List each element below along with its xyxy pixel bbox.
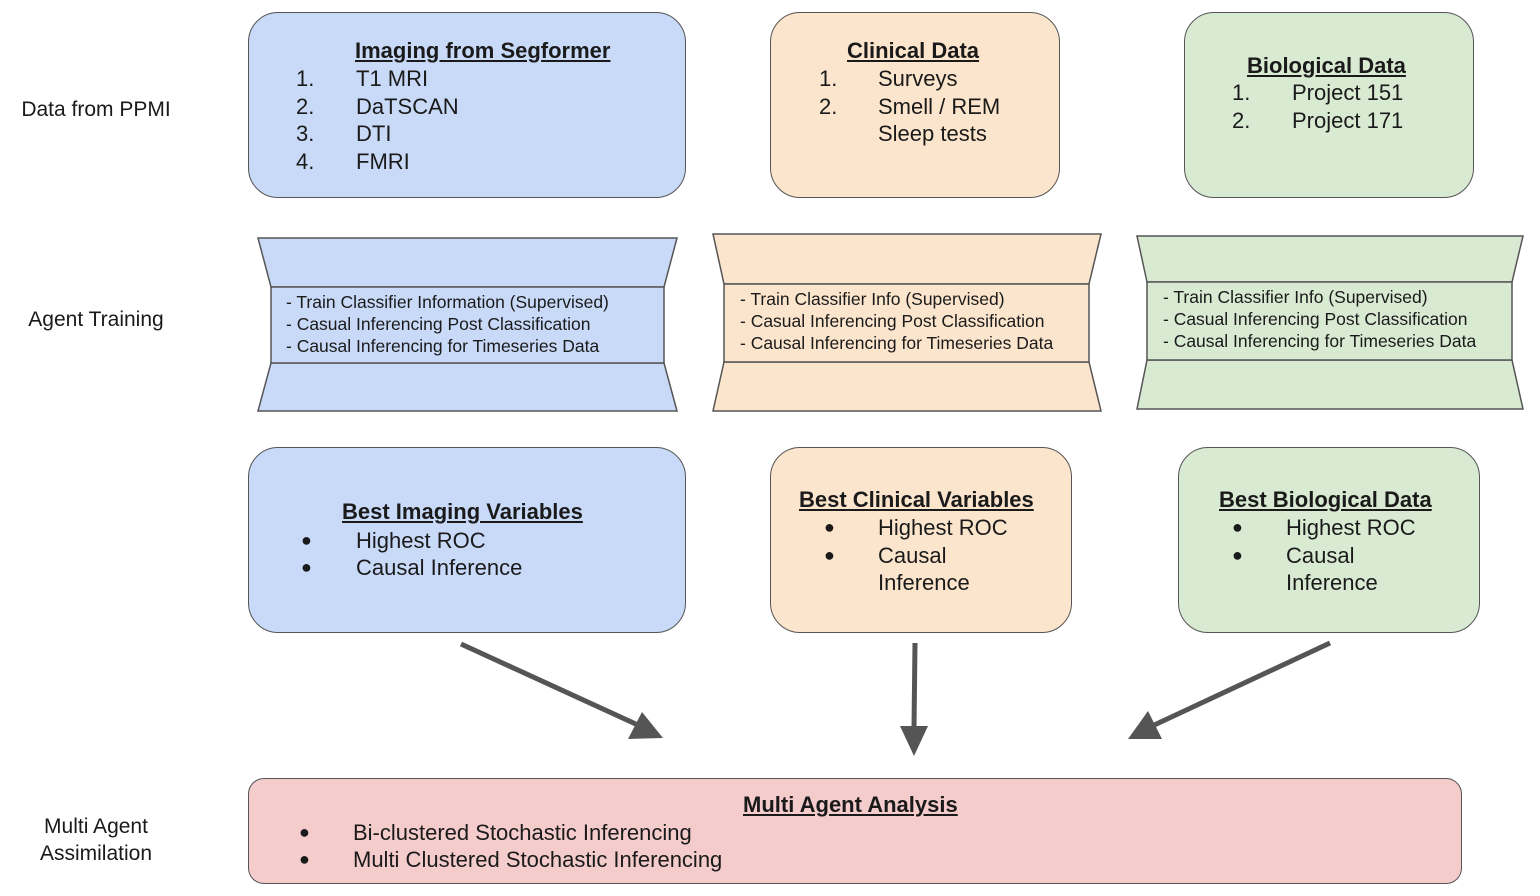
biological-training-middle bbox=[1146, 281, 1513, 361]
clinical-training-middle bbox=[723, 283, 1090, 363]
best-imaging-box: Best Imaging Variables ● Highest ROC ● C… bbox=[248, 447, 686, 633]
row-label-assimilation-line1: Multi Agent bbox=[44, 815, 148, 838]
best-clinical-box: Best Clinical Variables ● Highest ROC ● … bbox=[770, 447, 1072, 633]
clinical-training-bottom-trapezoid bbox=[712, 361, 1102, 412]
row-label-training: Agent Training bbox=[28, 308, 164, 331]
list-item: Highest ROC bbox=[878, 515, 1008, 540]
training-line: - Casual Inferencing Post Classification bbox=[286, 314, 591, 334]
row-label-assimilation-line2: Assimilation bbox=[39, 842, 153, 865]
best-biological-title: Best Biological Data bbox=[1219, 487, 1432, 512]
arrow-imaging-to-analysis bbox=[459, 641, 642, 729]
list-marker: 1. bbox=[1232, 80, 1251, 105]
row-label-data: Data from PPMI bbox=[21, 98, 171, 121]
biological-training-bottom-trapezoid bbox=[1136, 359, 1524, 410]
training-line: - Causal Inferencing for Timeseries Data bbox=[1163, 331, 1477, 351]
multi-agent-analysis-box: Multi Agent Analysis ● Bi-clustered Stoc… bbox=[248, 778, 1462, 884]
list-item: Causal bbox=[1286, 543, 1355, 568]
list-item: Inference bbox=[878, 570, 970, 595]
bullet: ● bbox=[299, 849, 310, 869]
biological-training-top-trapezoid bbox=[1136, 235, 1524, 283]
training-line: - Casual Inferencing Post Classification bbox=[1163, 309, 1468, 329]
list-item: DTI bbox=[356, 121, 392, 146]
best-clinical-title: Best Clinical Variables bbox=[799, 487, 1034, 512]
clinical-data-box: Clinical Data 1. Surveys 2. Smell / REM … bbox=[770, 12, 1060, 198]
imaging-training-top-trapezoid bbox=[257, 237, 678, 288]
arrow-biological-to-analysis bbox=[1148, 640, 1332, 730]
list-item: T1 MRI bbox=[356, 66, 429, 91]
bullet: ● bbox=[301, 530, 312, 550]
imaging-data-title: Imaging from Segformer bbox=[355, 38, 611, 63]
biological-training-text: - Train Classifier Info (Supervised) - C… bbox=[1163, 286, 1476, 352]
list-item: FMRI bbox=[356, 149, 410, 174]
list-marker: 3. bbox=[296, 121, 315, 146]
list-item: Causal bbox=[878, 543, 947, 568]
arrow-clinical-head bbox=[900, 726, 928, 756]
list-item: Highest ROC bbox=[1286, 515, 1416, 540]
list-item: DaTSCAN bbox=[356, 94, 459, 119]
list-item: Bi-clustered Stochastic Inferencing bbox=[353, 820, 692, 845]
training-line: - Causal Inferencing for Timeseries Data bbox=[740, 333, 1054, 353]
training-line: - Train Classifier Information (Supervis… bbox=[286, 292, 609, 312]
list-item: Project 171 bbox=[1292, 108, 1404, 133]
row-label-assimilation: Multi Agent Assimilation bbox=[6, 813, 186, 867]
arrow-biological-head bbox=[1128, 711, 1162, 739]
clinical-data-title: Clinical Data bbox=[847, 38, 980, 63]
clinical-training-text: - Train Classifier Info (Supervised) - C… bbox=[740, 288, 1053, 354]
imaging-training-middle bbox=[270, 286, 665, 364]
best-biological-box: Best Biological Data ● Highest ROC ● Cau… bbox=[1178, 447, 1480, 633]
list-marker: 2. bbox=[819, 94, 838, 119]
list-marker: 1. bbox=[296, 66, 315, 91]
list-item: Surveys bbox=[878, 66, 958, 91]
list-item: Causal Inference bbox=[356, 555, 523, 580]
list-item: Smell / REM bbox=[878, 94, 1001, 119]
bullet: ● bbox=[299, 822, 310, 842]
list-item: Project 151 bbox=[1292, 80, 1404, 105]
training-line: - Casual Inferencing Post Classification bbox=[740, 311, 1045, 331]
training-line: - Causal Inferencing for Timeseries Data bbox=[286, 336, 600, 356]
training-line: - Train Classifier Info (Supervised) bbox=[1163, 287, 1428, 307]
arrow-imaging-head bbox=[628, 712, 663, 739]
biological-data-box: Biological Data 1. Project 151 2. Projec… bbox=[1184, 12, 1474, 198]
bullet: ● bbox=[824, 517, 835, 537]
list-item: Multi Clustered Stochastic Inferencing bbox=[353, 847, 723, 872]
best-imaging-title: Best Imaging Variables bbox=[342, 499, 583, 524]
bullet: ● bbox=[301, 557, 312, 577]
multi-agent-analysis-title: Multi Agent Analysis bbox=[743, 792, 958, 817]
biological-data-title: Biological Data bbox=[1247, 53, 1406, 78]
imaging-training-bottom-trapezoid bbox=[257, 362, 678, 412]
bullet: ● bbox=[1232, 517, 1243, 537]
imaging-data-box: Imaging from Segformer 1. T1 MRI 2. DaTS… bbox=[248, 12, 686, 198]
list-item: Highest ROC bbox=[356, 528, 486, 553]
list-marker: 2. bbox=[1232, 108, 1251, 133]
training-line: - Train Classifier Info (Supervised) bbox=[740, 289, 1005, 309]
imaging-training-text: - Train Classifier Information (Supervis… bbox=[286, 291, 609, 357]
list-marker: 2. bbox=[296, 94, 315, 119]
clinical-training-top-trapezoid bbox=[712, 233, 1102, 285]
bullet: ● bbox=[1232, 545, 1243, 565]
list-marker: 1. bbox=[819, 66, 838, 91]
list-item: Inference bbox=[1286, 570, 1378, 595]
arrow-clinical-to-analysis bbox=[911, 642, 918, 729]
list-marker: 4. bbox=[296, 149, 315, 174]
bullet: ● bbox=[824, 545, 835, 565]
list-item: Sleep tests bbox=[878, 121, 987, 146]
